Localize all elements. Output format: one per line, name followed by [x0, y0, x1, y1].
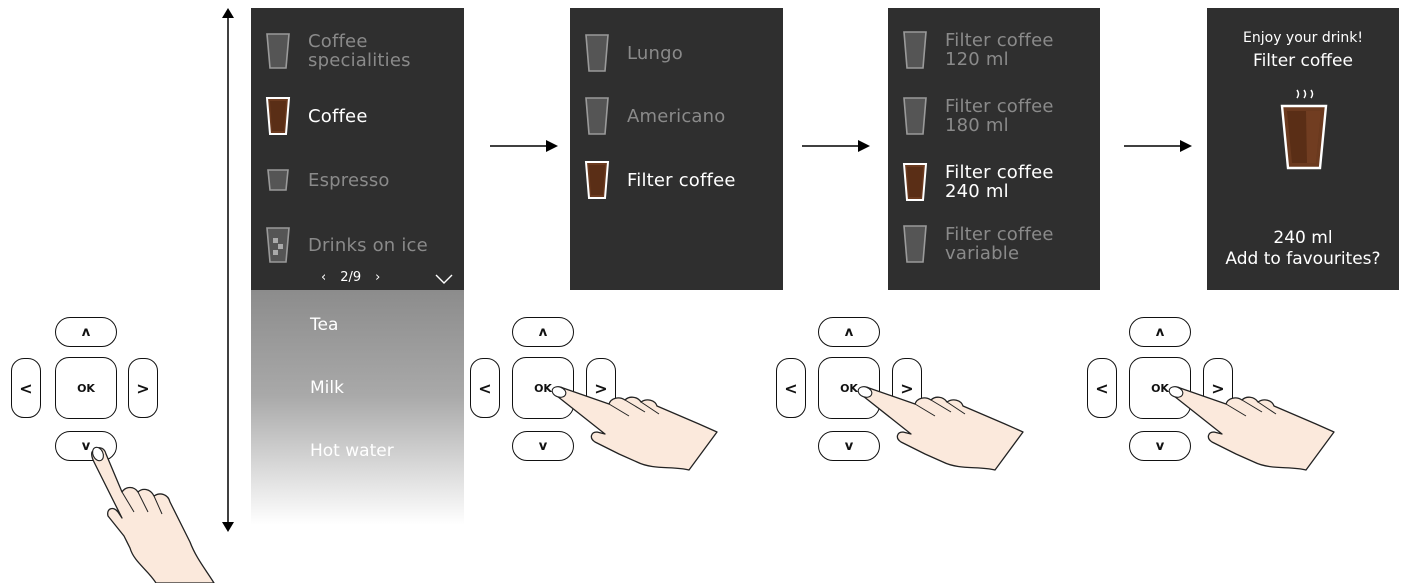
menu-item-label: Filter coffee 120 ml — [945, 30, 1054, 70]
menu-item-label: Filter coffee — [627, 169, 736, 191]
chevron-down-icon[interactable] — [435, 274, 453, 284]
keypad-left-key[interactable]: < — [11, 358, 41, 418]
chevron-left-icon[interactable]: ‹ — [321, 270, 327, 285]
menu-item-filter-coffee[interactable]: Filter coffee — [584, 160, 736, 200]
keypad-up-key[interactable]: ʌ — [55, 317, 117, 347]
menu-item-label: Lungo — [627, 42, 683, 64]
keypad-2: ʌ < OK > v — [469, 317, 619, 467]
menu-item-hot-water: Hot water — [310, 441, 394, 461]
keypad-down-key[interactable]: v — [512, 431, 574, 461]
menu-item-tea: Tea — [310, 315, 339, 335]
coffee-glass-icon — [584, 161, 610, 199]
menu-item-lungo[interactable]: Lungo — [584, 33, 683, 73]
glass-grey-icon — [585, 97, 609, 135]
menu-item-coffee-specialities[interactable]: Coffee specialities — [265, 32, 411, 70]
add-favourites-prompt[interactable]: Add to favourites? — [1225, 249, 1381, 269]
menu-item-label: Coffee — [308, 105, 368, 127]
pointing-hand-icon — [90, 446, 215, 583]
menu-item-drinks-on-ice[interactable]: Drinks on ice — [265, 226, 428, 264]
chevron-right-icon[interactable]: › — [375, 270, 381, 285]
keypad-down-key[interactable]: v — [1129, 431, 1191, 461]
menu-item-label: Drinks on ice — [308, 234, 428, 256]
page-indicator: ‹ 2/9 › — [321, 270, 380, 285]
espresso-glass-icon — [267, 169, 289, 191]
menu-item-espresso[interactable]: Espresso — [265, 168, 390, 192]
ice-glass-icon — [266, 227, 290, 263]
keypad-up-key[interactable]: ʌ — [818, 317, 880, 347]
enjoy-message: Enjoy your drink! — [1243, 30, 1363, 46]
glass-grey-icon — [903, 225, 927, 263]
keypad-up-key[interactable]: ʌ — [512, 317, 574, 347]
menu-item-label: Espresso — [308, 169, 390, 191]
glass-grey-icon — [903, 97, 927, 135]
keypad-left-key[interactable]: < — [776, 358, 806, 418]
menu-item-filter-240[interactable]: Filter coffee 240 ml — [902, 162, 1054, 202]
menu-item-label: Filter coffee 180 ml — [945, 96, 1054, 136]
page-number: 2/9 — [340, 270, 362, 285]
menu-item-milk: Milk — [310, 378, 344, 398]
keypad-left-key[interactable]: < — [470, 358, 500, 418]
pointing-hand-icon — [551, 386, 718, 471]
steaming-coffee-glass-icon — [1280, 89, 1328, 170]
screen-category-menu: Coffee specialities Coffee Espresso Drin… — [251, 8, 464, 290]
flow-arrow — [802, 140, 870, 152]
menu-item-filter-variable[interactable]: Filter coffee variable — [902, 224, 1054, 264]
menu-item-filter-120[interactable]: Filter coffee 120 ml — [902, 30, 1054, 70]
flow-arrow — [490, 140, 558, 152]
keypad-left-key[interactable]: < — [1087, 358, 1117, 418]
keypad-ok-key[interactable]: OK — [55, 357, 117, 419]
pointing-hand-icon — [1168, 386, 1335, 471]
drink-name: Filter coffee — [1253, 51, 1353, 71]
menu-item-label: Americano — [627, 105, 726, 127]
keypad-right-key[interactable]: > — [128, 358, 158, 418]
screen-enjoy-drink: Enjoy your drink! Filter coffee 240 ml A… — [1207, 8, 1399, 290]
menu-item-filter-180[interactable]: Filter coffee 180 ml — [902, 96, 1054, 136]
glass-grey-icon — [585, 34, 609, 72]
flow-arrow — [1124, 140, 1192, 152]
screen-coffee-menu: Lungo Americano Filter coffee — [570, 8, 783, 290]
scroll-continuation-panel: Tea Milk Hot water — [251, 290, 464, 525]
menu-item-coffee[interactable]: Coffee — [265, 96, 368, 136]
keypad-up-key[interactable]: ʌ — [1129, 317, 1191, 347]
drink-volume: 240 ml — [1273, 228, 1333, 248]
keypad-1: ʌ < OK > v — [10, 317, 160, 467]
glass-grey-icon — [903, 31, 927, 69]
coffee-glass-icon — [265, 97, 291, 135]
keypad-down-key[interactable]: v — [818, 431, 880, 461]
screen-volume-menu: Filter coffee 120 ml Filter coffee 180 m… — [888, 8, 1100, 290]
menu-item-label: Filter coffee 240 ml — [945, 162, 1054, 202]
glass-grey-icon — [266, 33, 290, 69]
coffee-glass-icon — [902, 163, 928, 201]
pointing-hand-icon — [857, 386, 1024, 471]
menu-item-label: Coffee specialities — [308, 31, 411, 71]
menu-item-label: Filter coffee variable — [945, 224, 1054, 264]
scroll-double-arrow — [222, 8, 234, 532]
menu-item-americano[interactable]: Americano — [584, 96, 725, 136]
